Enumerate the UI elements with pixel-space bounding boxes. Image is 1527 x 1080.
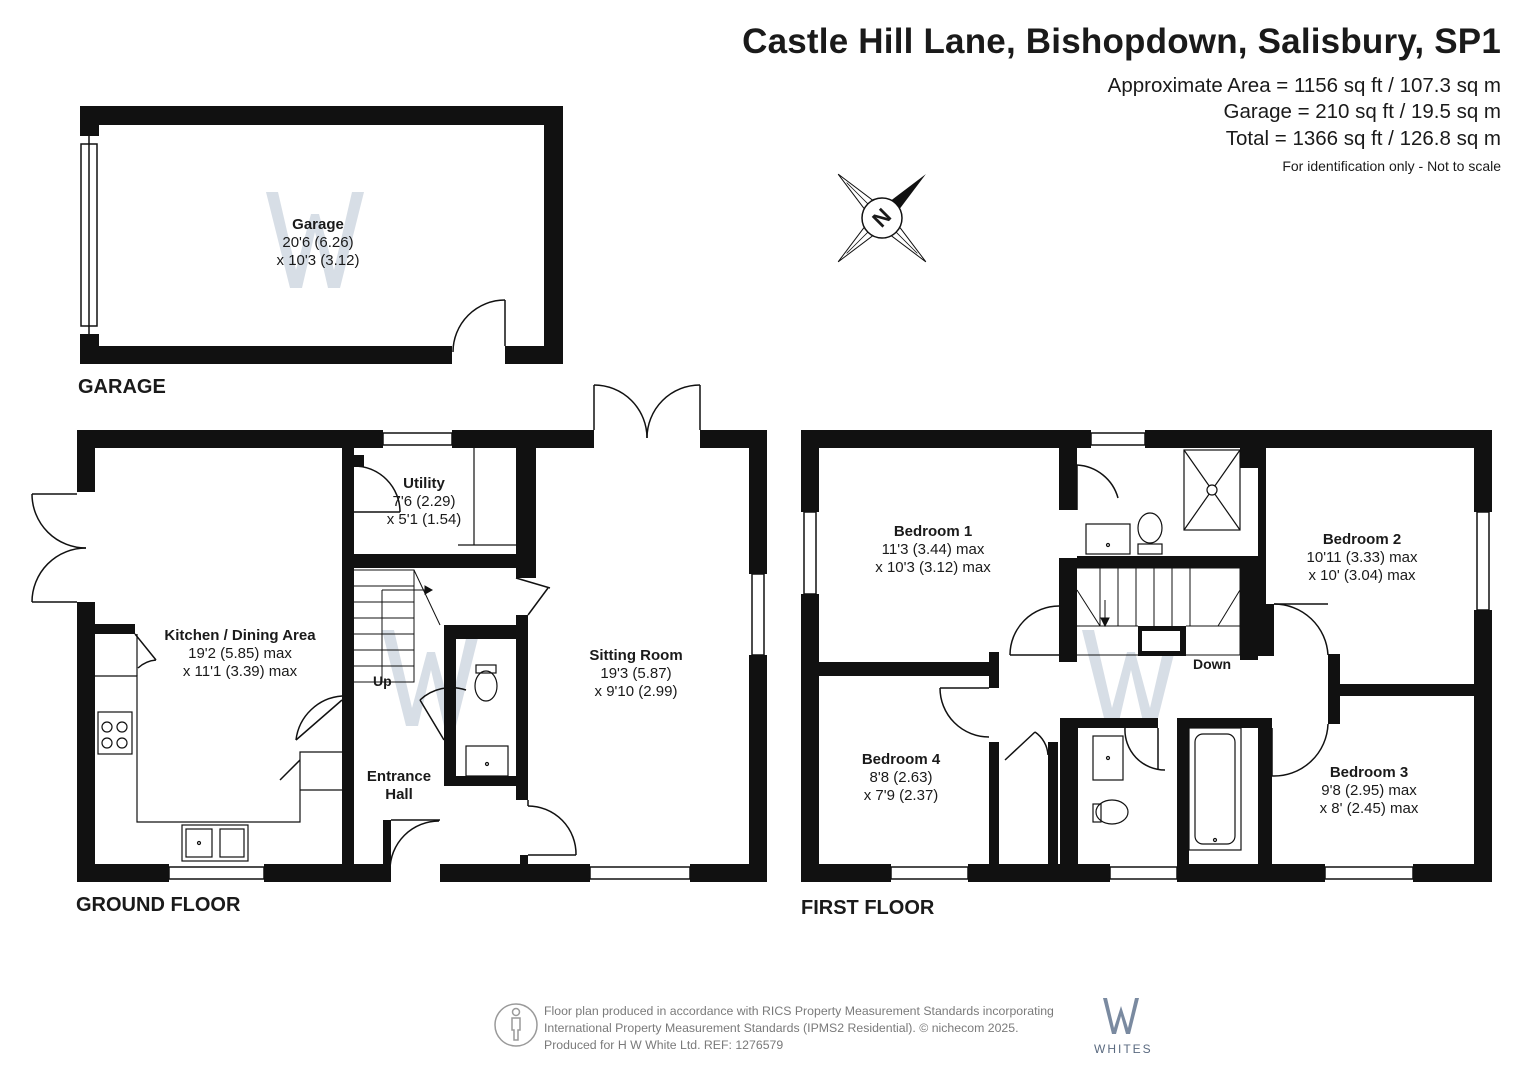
room-label-sitting: Sitting Room 19'3 (5.87) x 9'10 (2.99) — [589, 647, 682, 701]
kitchen-worktops — [95, 634, 342, 823]
floor-label-first: FIRST FLOOR — [801, 897, 935, 919]
room-name: Garage — [292, 216, 344, 233]
stair-void — [1142, 631, 1180, 651]
first-floor-windows — [803, 432, 1490, 880]
room-dim: x 10' (3.04) max — [1308, 567, 1416, 584]
ground-floor-walls — [77, 430, 767, 882]
room-dim: 19'2 (5.85) max — [188, 645, 292, 662]
room-label-bedroom1: Bedroom 1 11'3 (3.44) max x 10'3 (3.12) … — [875, 523, 990, 577]
room-dim: 9'8 (2.95) max — [1321, 782, 1417, 799]
room-dim: 19'3 (5.87) — [600, 665, 672, 682]
compass-icon — [837, 173, 927, 263]
garage-door-frame — [80, 136, 98, 334]
room-name: Bedroom 2 — [1322, 531, 1402, 548]
bathroom-fixtures — [1092, 727, 1242, 851]
footer-person-logo — [494, 1003, 538, 1047]
room-dim: x 5'1 (1.54) — [386, 511, 462, 528]
room-label-utility: Utility 7'6 (2.29) x 5'1 (1.54) — [387, 475, 462, 529]
footer-line: International Property Measurement Stand… — [544, 1021, 1019, 1035]
room-name: Entrance — [366, 768, 432, 785]
footer-disclaimer: Floor plan produced in accordance with R… — [544, 1003, 1054, 1054]
room-label-kitchen: Kitchen / Dining Area 19'2 (5.85) max x … — [164, 627, 315, 681]
hob-icon — [97, 711, 133, 755]
ground-floor-windows — [168, 432, 765, 880]
ground-floor-doors — [31, 384, 701, 871]
first-floor-doors — [939, 464, 1329, 777]
garage-area-line: Garage = 210 sq ft / 19.5 sq m — [1223, 100, 1501, 123]
room-label-bedroom3: Bedroom 3 9'8 (2.95) max x 8' (2.45) max — [1320, 764, 1419, 818]
total-area-line: Total = 1366 sq ft / 126.8 sq m — [1225, 127, 1501, 150]
wc-icons — [465, 664, 509, 777]
room-dim: 10'11 (3.33) max — [1306, 549, 1418, 566]
kitchen-sink-icon — [181, 824, 249, 862]
footer-line: Produced for H W White Ltd. REF: 1276579 — [544, 1038, 784, 1052]
utility-worktop — [458, 448, 516, 546]
room-name: Bedroom 4 — [861, 751, 941, 768]
floor-label-ground: GROUND FLOOR — [76, 894, 241, 916]
room-dim: x 10'3 (3.12) max — [875, 559, 991, 576]
room-dim: x 8' (2.45) max — [1319, 800, 1419, 817]
room-dim: 20'6 (6.26) — [282, 234, 354, 251]
garage-side-door-swing — [452, 299, 506, 353]
room-dim: x 11'1 (3.39) max — [182, 663, 298, 680]
room-name: Hall — [385, 786, 413, 803]
floor-label-garage: GARAGE — [78, 376, 166, 398]
room-name: Bedroom 3 — [1329, 764, 1409, 781]
room-label-garage: Garage 20'6 (6.26) x 10'3 (3.12) — [277, 216, 360, 270]
whites-brand-name: WHITES — [1094, 1042, 1153, 1056]
watermark-w-ground — [382, 630, 480, 726]
stairs-up-label: Up — [373, 673, 392, 689]
room-label-hall: Entrance Hall — [367, 768, 431, 804]
garage-walls — [80, 106, 563, 364]
room-dim: 8'8 (2.63) — [869, 769, 933, 786]
room-name: Utility — [403, 475, 445, 492]
whites-logo-icon — [1103, 998, 1139, 1034]
ground-stairs — [354, 569, 441, 683]
footer-line: Floor plan produced in accordance with R… — [544, 1004, 1054, 1018]
room-dim: 11'3 (3.44) max — [881, 541, 985, 558]
ensuite-fixtures — [1085, 512, 1163, 555]
property-address-title: Castle Hill Lane, Bishopdown, Salisbury,… — [742, 22, 1501, 61]
room-name: Sitting Room — [589, 647, 683, 664]
identification-note: For identification only - Not to scale — [1282, 158, 1501, 174]
room-dim: 7'6 (2.29) — [392, 493, 456, 510]
room-label-bedroom4: Bedroom 4 8'8 (2.63) x 7'9 (2.37) — [862, 751, 940, 805]
room-name: Kitchen / Dining Area — [164, 627, 316, 644]
approx-area-line: Approximate Area = 1156 sq ft / 107.3 sq… — [1107, 74, 1501, 97]
room-dim: x 10'3 (3.12) — [276, 252, 360, 269]
shower-icon — [1183, 449, 1241, 531]
stairs-down-label: Down — [1193, 656, 1232, 672]
first-stairs — [1076, 567, 1241, 656]
room-name: Bedroom 1 — [893, 523, 973, 540]
room-label-bedroom2: Bedroom 2 10'11 (3.33) max x 10' (3.04) … — [1307, 531, 1418, 585]
room-dim: x 9'10 (2.99) — [594, 683, 678, 700]
room-dim: x 7'9 (2.37) — [863, 787, 939, 804]
